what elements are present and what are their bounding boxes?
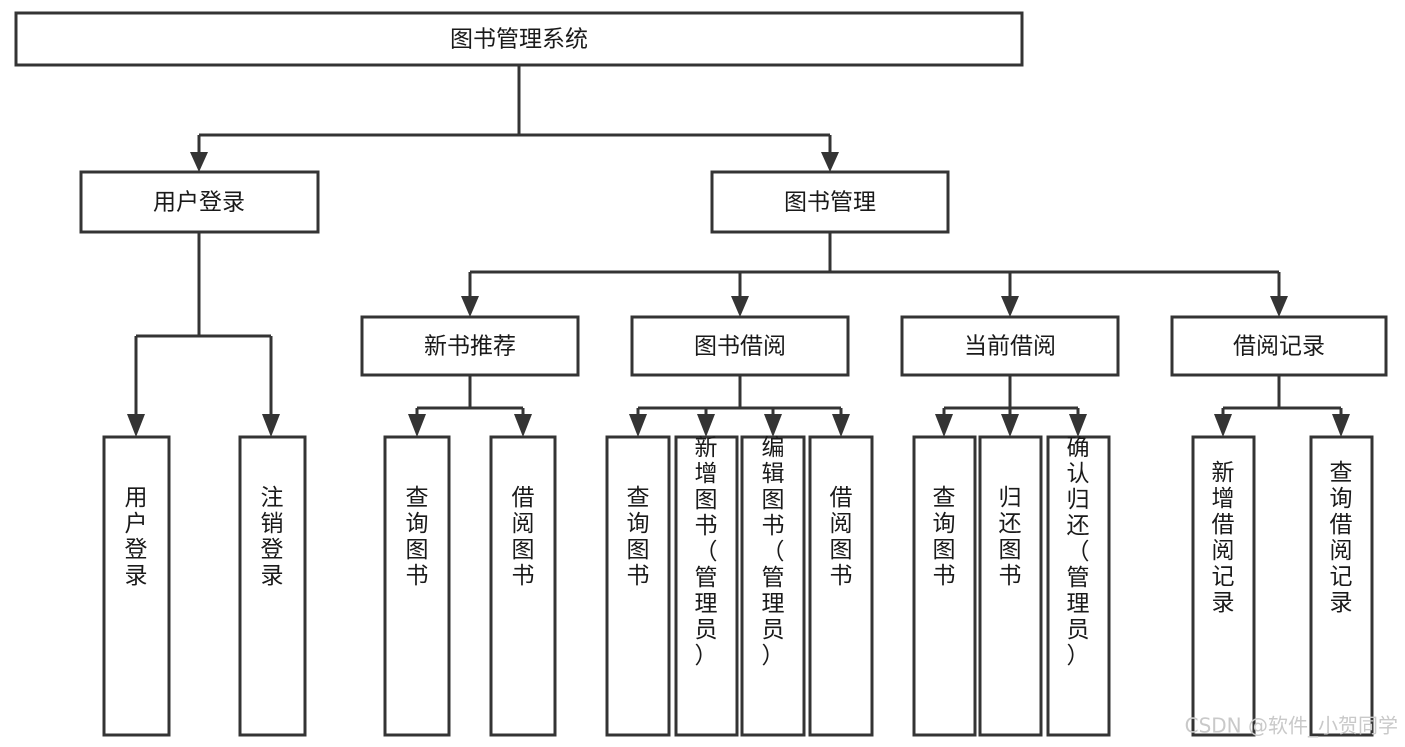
node-leaf-user-login[interactable]: 用户登录	[102, 435, 171, 737]
node-user-login[interactable]: 用户登录	[79, 170, 320, 234]
node-leaf-edit-book[interactable]: 编辑图书（管理员）	[740, 435, 806, 737]
node-leaf-logout[interactable]: 注销登录	[238, 435, 307, 737]
arrow-head-leaf-return-book	[1001, 414, 1019, 437]
node-current-borrow-label: 当前借阅	[964, 334, 1056, 360]
node-leaf-query-book-2[interactable]: 查询图书	[605, 435, 671, 737]
node-leaf-query-book-3-label: 查询图书	[933, 485, 956, 589]
node-leaf-borrow-book-1-box[interactable]	[489, 435, 557, 737]
node-leaf-query-book-1[interactable]: 查询图书	[383, 435, 451, 737]
node-leaf-query-book-3[interactable]: 查询图书	[912, 435, 977, 737]
arrow-head-leaf-edit-book	[764, 414, 782, 437]
node-leaf-borrow-book-1[interactable]: 借阅图书	[489, 435, 557, 737]
arrow-head-book-borrow	[731, 296, 749, 317]
node-user-login-box[interactable]	[79, 170, 320, 234]
arrow-head-leaf-query-record	[1332, 414, 1350, 437]
node-leaf-query-book-1-box[interactable]	[383, 435, 451, 737]
node-leaf-query-record-label: 查询借阅记录	[1330, 460, 1353, 616]
arrow-head-book-manage	[821, 152, 839, 172]
node-leaf-borrow-book-2[interactable]: 借阅图书	[808, 435, 874, 737]
node-book-borrow[interactable]: 图书借阅	[630, 315, 850, 377]
arrow-head-current-borrow	[1001, 296, 1019, 317]
node-root[interactable]: 图书管理系统	[14, 11, 1024, 67]
arrow-head-leaf-query-book-2	[629, 414, 647, 437]
node-leaf-borrow-book-2-box[interactable]	[808, 435, 874, 737]
node-root-box[interactable]	[14, 11, 1024, 67]
node-leaf-confirm-return[interactable]: 确认归还（管理员）	[1046, 435, 1111, 737]
node-leaf-edit-book-box[interactable]	[740, 435, 806, 737]
arrow-head-leaf-user-login	[127, 414, 145, 437]
node-leaf-add-book[interactable]: 新增图书（管理员）	[674, 435, 739, 737]
node-leaf-return-book-box[interactable]	[978, 435, 1043, 737]
arrow-head-borrow-record	[1270, 296, 1288, 317]
node-leaf-query-record[interactable]: 查询借阅记录	[1309, 435, 1374, 737]
node-user-login-label: 用户登录	[153, 190, 245, 216]
node-book-borrow-box[interactable]	[630, 315, 850, 377]
node-borrow-record-box[interactable]	[1170, 315, 1388, 377]
node-new-book-rec-label: 新书推荐	[424, 334, 516, 360]
node-book-borrow-label: 图书借阅	[694, 334, 786, 360]
node-leaf-borrow-book-1-label: 借阅图书	[512, 485, 535, 589]
node-new-book-rec-box[interactable]	[360, 315, 580, 377]
node-borrow-record-label: 借阅记录	[1233, 334, 1325, 360]
arrow-head-leaf-add-book	[697, 414, 715, 437]
connector-layer	[127, 65, 1350, 437]
node-leaf-return-book-label: 归还图书	[999, 485, 1022, 589]
node-borrow-record[interactable]: 借阅记录	[1170, 315, 1388, 377]
arrow-head-leaf-add-record	[1214, 414, 1232, 437]
node-book-manage[interactable]: 图书管理	[710, 170, 950, 234]
arrow-head-leaf-confirm-return	[1069, 414, 1087, 437]
node-leaf-query-book-2-box[interactable]	[605, 435, 671, 737]
node-leaf-add-record[interactable]: 新增借阅记录	[1191, 435, 1256, 737]
node-book-manage-label: 图书管理	[784, 190, 876, 216]
node-leaf-query-record-box[interactable]	[1309, 435, 1374, 737]
node-new-book-rec[interactable]: 新书推荐	[360, 315, 580, 377]
node-leaf-add-book-box[interactable]	[674, 435, 739, 737]
node-root-label: 图书管理系统	[450, 27, 588, 53]
node-current-borrow-box[interactable]	[900, 315, 1120, 377]
node-leaf-query-book-3-box[interactable]	[912, 435, 977, 737]
arrow-head-leaf-borrow-book-1	[514, 414, 532, 437]
node-leaf-confirm-return-box[interactable]	[1046, 435, 1111, 737]
node-leaf-edit-book-label: 编辑图书（管理员）	[762, 435, 785, 669]
node-leaf-add-record-label: 新增借阅记录	[1212, 460, 1235, 616]
node-leaf-query-book-2-label: 查询图书	[627, 485, 650, 589]
arrow-head-leaf-logout	[262, 414, 280, 437]
node-leaf-logout-box[interactable]	[238, 435, 307, 737]
arrow-head-leaf-query-book-1	[408, 414, 426, 437]
node-leaf-add-record-box[interactable]	[1191, 435, 1256, 737]
node-leaf-user-login-box[interactable]	[102, 435, 171, 737]
node-leaf-borrow-book-2-label: 借阅图书	[830, 485, 853, 589]
node-leaf-logout-label: 注销登录	[261, 485, 284, 589]
node-current-borrow[interactable]: 当前借阅	[900, 315, 1120, 377]
arrow-head-leaf-borrow-book-2	[832, 414, 850, 437]
csdn-watermark: CSDN @软件_小贺同学	[1185, 714, 1398, 738]
arrow-head-user-login	[190, 152, 208, 172]
node-leaf-add-book-label: 新增图书（管理员）	[695, 435, 718, 669]
node-leaf-query-book-1-label: 查询图书	[406, 485, 429, 589]
arrow-head-new-book-rec	[461, 296, 479, 317]
node-book-manage-box[interactable]	[710, 170, 950, 234]
node-leaf-return-book[interactable]: 归还图书	[978, 435, 1043, 737]
node-leaf-confirm-return-label: 确认归还（管理员）	[1067, 435, 1090, 669]
node-leaf-user-login-label: 用户登录	[125, 485, 148, 589]
arrow-head-leaf-query-book-3	[935, 414, 953, 437]
